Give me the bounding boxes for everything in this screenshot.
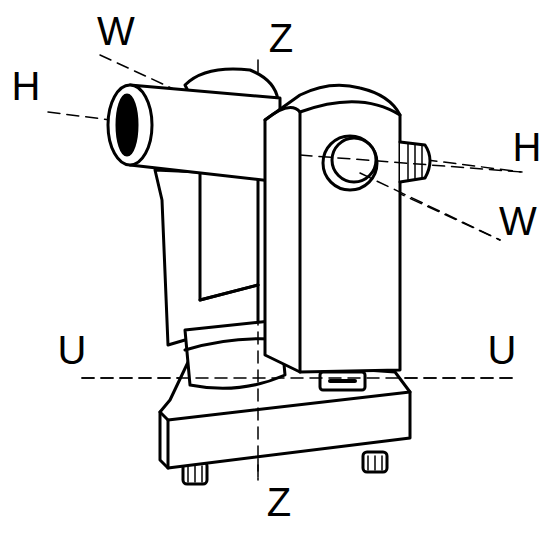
axis-label: Z	[269, 18, 293, 58]
axis-label: Z	[267, 482, 291, 522]
axis-lines	[48, 55, 522, 480]
axis-lines-front	[82, 155, 522, 480]
axis-label: W	[97, 11, 135, 51]
axis-label: U	[58, 330, 87, 370]
axis-label: U	[488, 330, 517, 370]
telescope	[108, 85, 280, 182]
right-standard	[265, 85, 430, 390]
axis-label: H	[513, 127, 542, 167]
axis-label: H	[12, 66, 41, 106]
axis-label: W	[499, 201, 537, 241]
